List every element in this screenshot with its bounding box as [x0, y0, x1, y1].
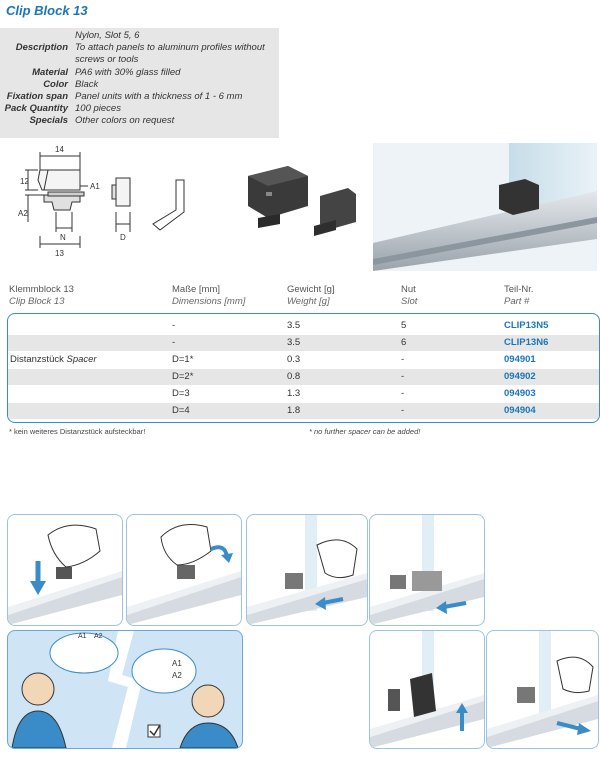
product-photo: [248, 166, 356, 236]
spec-row: Color Black: [0, 79, 279, 91]
spec-key: Pack Quantity: [4, 103, 68, 115]
cell-slot: 5: [401, 320, 407, 331]
cell-dim: D=2*: [172, 371, 194, 382]
parts-table: - 3.5 5 CLIP13N5 - 3.5 6 CLIP13N6 Distan…: [7, 313, 600, 423]
cell-weight: 3.5: [287, 337, 301, 348]
spec-value: Other colors on request: [75, 115, 175, 127]
service-panel: A1 A2 A1 A2: [7, 630, 243, 749]
table-row: D=3 1.3 - 094903: [8, 386, 599, 402]
header-en: Clip Block 13: [9, 296, 65, 307]
bubble-a1-label-2: A1: [172, 659, 182, 668]
spec-value: Nylon, Slot 5, 6: [75, 30, 140, 41]
header-de: Gewicht [g]: [287, 284, 335, 295]
header-en: Part #: [504, 296, 530, 307]
table-row: - 3.5 6 CLIP13N6: [8, 335, 599, 351]
header-en: Dimensions [mm]: [172, 296, 246, 307]
cell-slot: -: [401, 405, 405, 416]
spec-value: Panel units with a thickness of 1 - 6 mm: [75, 91, 243, 103]
spec-key: Fixation span: [6, 91, 68, 103]
bubble-a1-label: A1: [78, 633, 87, 640]
header-en: Weight [g]: [287, 296, 330, 307]
table-row: D=2* 0.8 - 094902: [8, 369, 599, 385]
cell-weight: 0.8: [287, 371, 301, 382]
spec-row: Description To attach panels to aluminum…: [0, 42, 279, 66]
dim-base-label: 13: [55, 249, 64, 258]
table-row: D=4 1.8 - 094904: [8, 403, 599, 419]
name-de: Distanzstück: [10, 354, 64, 365]
spec-value: PA6 with 30% glass filled: [75, 66, 181, 78]
col-header-dim: Maße [mm] Dimensions [mm]: [172, 284, 245, 308]
spec-key: Material: [32, 66, 68, 78]
bubble-a2-label: A2: [94, 633, 103, 640]
spec-row: Fixation span Panel units with a thickne…: [0, 91, 279, 103]
technical-drawing: 14 12 A1 A2 N 13 D: [18, 145, 185, 258]
header-en: Slot: [401, 296, 418, 307]
dim-a1-label: A1: [90, 182, 100, 191]
dim-a2-label: A2: [18, 209, 28, 218]
bubble-a2-label-2: A2: [172, 671, 182, 680]
spec-row: Pack Quantity 100 pieces: [0, 103, 279, 115]
dim-d-label: D: [120, 233, 126, 242]
cell-dim: -: [172, 337, 176, 348]
spec-row: Nylon, Slot 5, 6: [0, 30, 279, 42]
spec-key: Specials: [29, 115, 68, 127]
cell-slot: -: [401, 354, 405, 365]
cell-dim: D=3: [172, 388, 190, 399]
application-photo: [373, 143, 597, 271]
footnote-en: * no further spacer can be added!: [309, 427, 421, 436]
part-number-link[interactable]: 094902: [504, 371, 536, 382]
step-panel-1: [7, 514, 123, 626]
step-panel-3: [246, 514, 368, 626]
table-row: - 3.5 5 CLIP13N5: [8, 318, 599, 334]
footnote-de: * kein weiteres Distanzstück aufsteckbar…: [9, 427, 146, 436]
cell-slot: 6: [401, 337, 407, 348]
step-panel-4: [369, 514, 485, 626]
cell-weight: 3.5: [287, 320, 301, 331]
step-panel-2: [126, 514, 242, 626]
part-number-link[interactable]: 094904: [504, 405, 536, 416]
col-header-slot: Nut Slot: [401, 284, 417, 308]
part-number-link[interactable]: CLIP13N6: [504, 337, 549, 348]
cell-weight: 1.8: [287, 405, 301, 416]
cell-weight: 0.3: [287, 354, 301, 365]
cell-slot: -: [401, 388, 405, 399]
cell-name: Distanzstück Spacer: [10, 352, 97, 368]
table-row: Distanzstück Spacer D=1* 0.3 - 094901: [8, 352, 599, 368]
part-number-link[interactable]: CLIP13N5: [504, 320, 549, 331]
dim-width-label: 14: [55, 145, 64, 154]
spec-row: Specials Other colors on request: [0, 115, 279, 127]
step-panel-5: [369, 630, 485, 749]
cell-dim: -: [172, 320, 176, 331]
header-de: Teil-Nr.: [504, 284, 534, 295]
cell-dim: D=4: [172, 405, 190, 416]
dim-height-label: 12: [20, 177, 29, 186]
spec-value: 100 pieces: [75, 103, 121, 115]
col-header-name: Klemmblock 13 Clip Block 13: [9, 284, 74, 308]
col-header-part: Teil-Nr. Part #: [504, 284, 534, 308]
step-panel-6: [486, 630, 599, 749]
spec-key: Description: [15, 42, 68, 54]
dim-n-label: N: [60, 233, 66, 242]
cell-weight: 1.3: [287, 388, 301, 399]
part-number-link[interactable]: 094903: [504, 388, 536, 399]
cell-slot: -: [401, 371, 405, 382]
spec-key: [0, 30, 75, 42]
page-title: Clip Block 13: [6, 3, 88, 18]
header-de: Nut: [401, 284, 416, 295]
header-de: Klemmblock 13: [9, 284, 74, 295]
col-header-weight: Gewicht [g] Weight [g]: [287, 284, 335, 308]
spec-value: To attach panels to aluminum profiles wi…: [75, 42, 265, 66]
spec-block: Nylon, Slot 5, 6 Description To attach p…: [0, 28, 279, 138]
spec-row: Material PA6 with 30% glass filled: [0, 67, 279, 79]
header-de: Maße [mm]: [172, 284, 221, 295]
name-en: Spacer: [66, 354, 97, 365]
spec-key: Color: [43, 78, 68, 90]
part-number-link[interactable]: 094901: [504, 354, 536, 365]
spec-value: Black: [75, 78, 99, 90]
cell-dim: D=1*: [172, 354, 194, 365]
